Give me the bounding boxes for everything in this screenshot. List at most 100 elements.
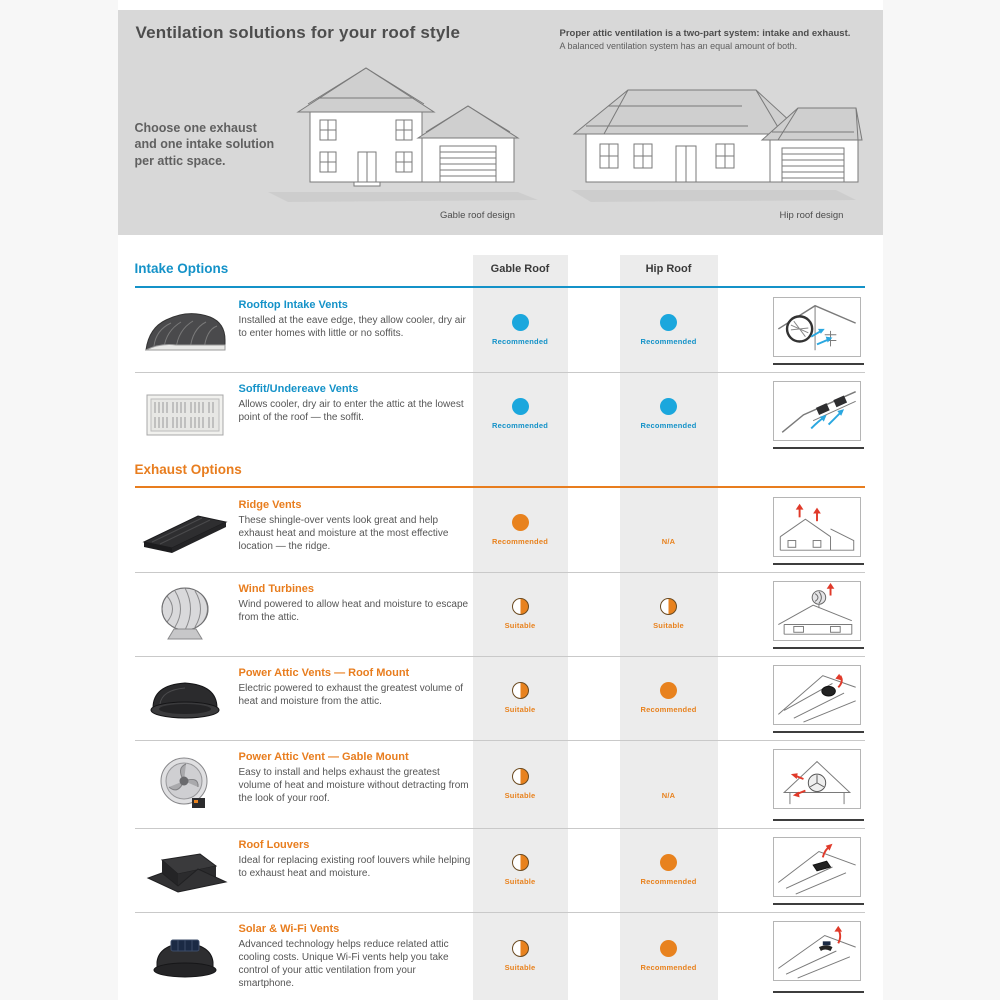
product-title: Ridge Vents (238, 499, 302, 511)
thumb-underline (772, 447, 864, 449)
rating-dot (511, 682, 529, 699)
column-header-gable-roof: Gable Roof (490, 263, 550, 275)
rating-label: Suitable (504, 621, 536, 630)
rating-dot (660, 398, 677, 415)
roof-louver-illustration (772, 837, 861, 897)
column-header-hip-roof: Hip Roof (645, 263, 692, 275)
product-title: Rooftop Intake Vents (238, 299, 348, 311)
ridge-vent-illustration (772, 497, 861, 557)
rating-label: Recommended (640, 877, 697, 886)
exhaust-rule (134, 486, 865, 488)
rating-dot (511, 768, 529, 785)
rating-dot (511, 940, 529, 957)
gable-rating-cell: Suitable (473, 828, 568, 912)
product-title: Power Attic Vent — Gable Mount (238, 751, 409, 763)
product-description: These shingle-over vents look great and … (238, 515, 449, 552)
hip-roof-label: Hip roof design (779, 210, 844, 221)
rating-label: Suitable (504, 705, 536, 714)
ridge-vent-product-image (135, 488, 235, 572)
rating-dot (511, 598, 529, 615)
row-info: Power Attic Vent — Gable Mount Easy to i… (239, 751, 471, 805)
soffit-undereave-vent-product-image (135, 372, 235, 456)
row-info: Ridge Vents These shingle-over vents loo… (239, 499, 471, 553)
thumb-underline (772, 731, 864, 733)
rating-label: Recommended (492, 421, 548, 430)
table-row-wind-turbines: Wind Turbines Wind powered to allow heat… (118, 572, 883, 656)
wind-turbine-product-image (135, 572, 235, 656)
soffit-intake-illustration (772, 381, 861, 441)
exhaust-options-title: Exhaust Options (134, 462, 242, 477)
rating-label: Suitable (504, 877, 536, 886)
table-row-power-attic-vent-gable-mount: Power Attic Vent — Gable Mount Easy to i… (118, 740, 883, 828)
hero-note-sub: A balanced ventilation system has an equ… (559, 41, 798, 52)
thumb-underline (772, 819, 864, 821)
product-description: Allows cooler, dry air to enter the atti… (238, 399, 464, 423)
hip-house-illustration (570, 89, 863, 202)
row-info: Rooftop Intake Vents Installed at the ea… (239, 299, 471, 340)
row-info: Roof Louvers Ideal for replacing existin… (239, 839, 471, 880)
roof-mount-vent-illustration (772, 665, 861, 725)
gable-rating-cell: Suitable (473, 572, 568, 656)
rating-label: Suitable (504, 963, 536, 972)
rating-dot (660, 598, 677, 615)
solar-wifi-vent-product-image (135, 912, 235, 1000)
rooftop-intake-vent-product-image (135, 288, 235, 372)
rating-label: Suitable (653, 621, 684, 630)
power-attic-vent-gable-mount-product-image (135, 740, 235, 828)
rating-dot (511, 514, 529, 531)
table-row-rooftop-intake-vents: Rooftop Intake Vents Installed at the ea… (118, 288, 883, 372)
gable-rating-cell: Recommended (473, 288, 568, 372)
hip-rating-cell: Recommended (620, 372, 718, 456)
hip-rating-cell: Recommended (620, 656, 718, 740)
table-row-roof-louvers: Roof Louvers Ideal for replacing existin… (118, 828, 883, 912)
product-title: Power Attic Vents — Roof Mount (238, 667, 410, 679)
hero-banner: Ventilation solutions for your roof styl… (117, 10, 883, 235)
rating-label: Recommended (640, 421, 697, 430)
exhaust-section-header: Exhaust Options (118, 456, 883, 488)
rating-dot (660, 940, 677, 957)
gable-roof-label: Gable roof design (440, 210, 515, 221)
rating-label: Recommended (492, 337, 548, 346)
rating-label: Recommended (492, 537, 548, 546)
gable-rating-cell: Suitable (473, 912, 568, 1000)
product-description: Advanced technology helps reduce related… (238, 939, 449, 989)
row-info: Power Attic Vents — Roof Mount Electric … (239, 667, 471, 708)
gable-rating-cell: Recommended (473, 488, 568, 572)
rating-dot (660, 314, 677, 331)
choose-instruction: Choose one exhaust and one intake soluti… (134, 121, 275, 168)
hip-column-stripe (619, 255, 718, 1000)
intake-options-title: Intake Options (134, 261, 229, 276)
product-title: Solar & Wi-Fi Vents (238, 923, 340, 935)
rating-label: N/A (661, 791, 676, 800)
rating-label: Suitable (504, 791, 536, 800)
comparison-table: Intake Options Gable Roof Hip Roof Rooft… (118, 255, 883, 1000)
product-description: Wind powered to allow heat and moisture … (238, 599, 469, 623)
thumb-underline (772, 647, 864, 649)
table-row-ridge-vents: Ridge Vents These shingle-over vents loo… (118, 488, 883, 572)
rating-label: N/A (661, 537, 676, 546)
hero-note: Proper attic ventilation is a two-part s… (560, 27, 860, 53)
page-title: Ventilation solutions for your roof styl… (135, 23, 461, 42)
hero-note-bold: Proper attic ventilation is a two-part s… (559, 28, 851, 39)
rating-dot (511, 398, 529, 415)
power-attic-vent-roof-mount-product-image (135, 656, 235, 740)
row-info: Soffit/Undereave Vents Allows cooler, dr… (239, 383, 471, 424)
table-row-solar-wifi-vents: Solar & Wi-Fi Vents Advanced technology … (118, 912, 883, 1000)
gable-house-illustration (267, 67, 538, 202)
rating-label: Recommended (640, 705, 697, 714)
rating-dot (660, 854, 677, 871)
thumb-underline (772, 991, 864, 993)
hip-rating-cell: Suitable (620, 572, 718, 656)
row-info: Solar & Wi-Fi Vents Advanced technology … (239, 923, 471, 990)
hip-rating-cell: Recommended (620, 828, 718, 912)
hip-rating-cell: Recommended (620, 912, 718, 1000)
gable-column-stripe (472, 255, 568, 1000)
product-title: Soffit/Undereave Vents (238, 383, 359, 395)
infographic-page: Ventilation solutions for your roof styl… (117, 0, 883, 1000)
table-row-soffit-undereave-vents: Soffit/Undereave Vents Allows cooler, dr… (118, 372, 883, 456)
rating-dot (511, 314, 529, 331)
solar-vent-illustration (772, 921, 861, 981)
rating-label: Recommended (640, 337, 697, 346)
hip-rating-cell: N/A (620, 740, 718, 828)
row-info: Wind Turbines Wind powered to allow heat… (239, 583, 471, 624)
